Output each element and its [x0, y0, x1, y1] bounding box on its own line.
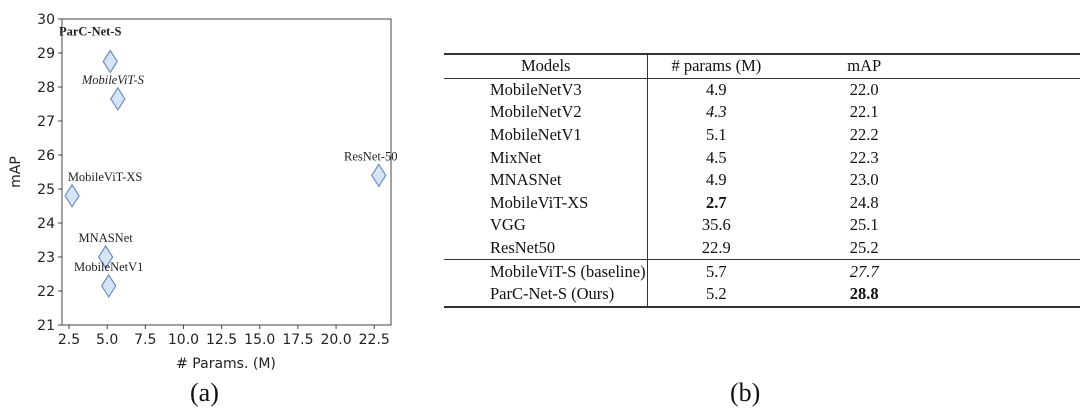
results-table: Models # params (M) mAP MobileNetV3 4.9 22…	[444, 53, 1080, 308]
cell-model: ParC-Net-S (Ours)	[444, 282, 649, 307]
table-row: MNASNet 4.9 23.0	[444, 168, 1080, 192]
y-tick-label: 22	[37, 284, 55, 300]
table-row: ParC-Net-S (Ours) 5.2 28.8	[444, 282, 1080, 307]
cell-model: MobileViT-S (baseline)	[444, 259, 649, 283]
x-tick-label: 10.0	[168, 332, 199, 348]
table-row: ResNet50 22.9 25.2	[444, 236, 1080, 260]
x-tick-label: 2.5	[58, 332, 80, 348]
cell-empty	[944, 283, 1080, 307]
cell-params: 4.9	[706, 79, 727, 99]
data-point-label: MobileNetV1	[74, 260, 143, 274]
x-tick-label: 15.0	[244, 332, 275, 348]
scatter-chart: 2.5 5.0 7.5 10.0 12.5 15.0 17.5 20.0 22.5 21 22 23…	[8, 12, 398, 372]
cell-map: 22.3	[849, 147, 879, 167]
panel-label-b: (b)	[730, 378, 761, 407]
header-models: Models	[444, 54, 649, 79]
x-tick-label: 12.5	[206, 332, 237, 348]
cell-empty	[944, 101, 1080, 124]
data-point-marker	[371, 163, 387, 188]
y-tick-label: 28	[37, 80, 55, 96]
cell-params: 5.7	[706, 261, 727, 281]
data-point-label: MobileViT-XS	[68, 170, 143, 184]
table-row: MobileNetV3 4.9 22.0	[444, 78, 1080, 102]
cell-params: 2.7	[706, 192, 727, 212]
cell-empty	[944, 192, 1080, 215]
data-point-marker	[64, 183, 80, 208]
cell-params: 5.1	[706, 125, 727, 145]
cell-model: MNASNet	[444, 168, 649, 192]
x-tick-label: 5.0	[96, 332, 118, 348]
table-header-row: Models # params (M) mAP	[444, 54, 1080, 79]
plot-frame	[61, 18, 392, 326]
cell-empty	[944, 78, 1080, 101]
x-axis-label: # Params. (M)	[176, 356, 276, 372]
cell-model: MobileNetV3	[444, 78, 649, 102]
cell-map: 24.8	[849, 192, 879, 212]
data-point-label: MNASNet	[79, 231, 134, 245]
cell-map: 25.2	[849, 238, 879, 258]
cell-empty	[944, 237, 1080, 260]
y-tick-label: 24	[37, 216, 55, 232]
table-row: MobileNetV2 4.3 22.1	[444, 101, 1080, 124]
table-row: MixNet 4.5 22.3	[444, 146, 1080, 169]
table-row: MobileViT-S (baseline) 5.7 27.7	[444, 259, 1080, 283]
header-params: # params (M)	[671, 56, 762, 76]
cell-params: 22.9	[701, 238, 731, 258]
data-point-marker	[110, 86, 126, 112]
x-tick-label: 22.5	[359, 332, 390, 348]
y-tick-label: 27	[37, 114, 55, 130]
data-point-label: ParC-Net-S	[59, 25, 122, 39]
y-tick-label: 30	[37, 12, 55, 28]
x-tick-label: 20.0	[320, 332, 351, 348]
table-row: VGG 35.6 25.1	[444, 214, 1080, 237]
cell-params: 4.3	[706, 102, 727, 122]
data-point-marker	[100, 273, 117, 299]
table-row: MobileViT-XS 2.7 24.8	[444, 191, 1080, 215]
data-point-label: ResNet-50	[344, 149, 397, 163]
cell-map: 27.7	[849, 261, 879, 281]
y-tick-label: 26	[37, 148, 55, 164]
x-tick-label: 17.5	[282, 332, 313, 348]
y-tick-label: 21	[37, 318, 55, 334]
cell-model: MobileViT-XS	[444, 191, 649, 215]
cell-params: 5.2	[706, 284, 727, 304]
cell-params: 4.9	[706, 170, 727, 190]
cell-map: 23.0	[849, 170, 879, 190]
data-point-marker	[102, 49, 118, 74]
cell-params: 4.5	[706, 147, 727, 167]
cell-model: MixNet	[444, 146, 649, 169]
data-point-label: MobileViT-S	[81, 73, 145, 87]
cell-map: 25.1	[849, 215, 879, 235]
cell-empty	[944, 146, 1080, 169]
y-tick-label: 25	[37, 182, 55, 198]
cell-params: 35.6	[701, 215, 731, 235]
panel-label-a: (a)	[190, 378, 219, 407]
cell-empty	[944, 260, 1080, 283]
cell-map: 22.0	[849, 79, 879, 99]
cell-model: VGG	[444, 214, 649, 237]
cell-model: MobileNetV1	[444, 123, 649, 147]
y-axis-label: mAP	[8, 156, 24, 188]
cell-model: ResNet50	[444, 236, 649, 260]
header-map: mAP	[847, 56, 882, 76]
cell-empty	[944, 124, 1080, 147]
x-tick-label: 7.5	[134, 332, 156, 348]
table-row: MobileNetV1 5.1 22.2	[444, 123, 1080, 147]
y-tick-label: 29	[37, 46, 55, 62]
cell-map: 22.1	[849, 102, 879, 122]
cell-model: MobileNetV2	[444, 101, 649, 124]
y-tick-label: 23	[37, 250, 55, 266]
cell-empty	[944, 169, 1080, 192]
cell-map: 28.8	[849, 284, 879, 304]
cell-empty	[944, 214, 1080, 237]
data-point-marker	[97, 244, 114, 270]
cell-map: 22.2	[849, 125, 879, 145]
